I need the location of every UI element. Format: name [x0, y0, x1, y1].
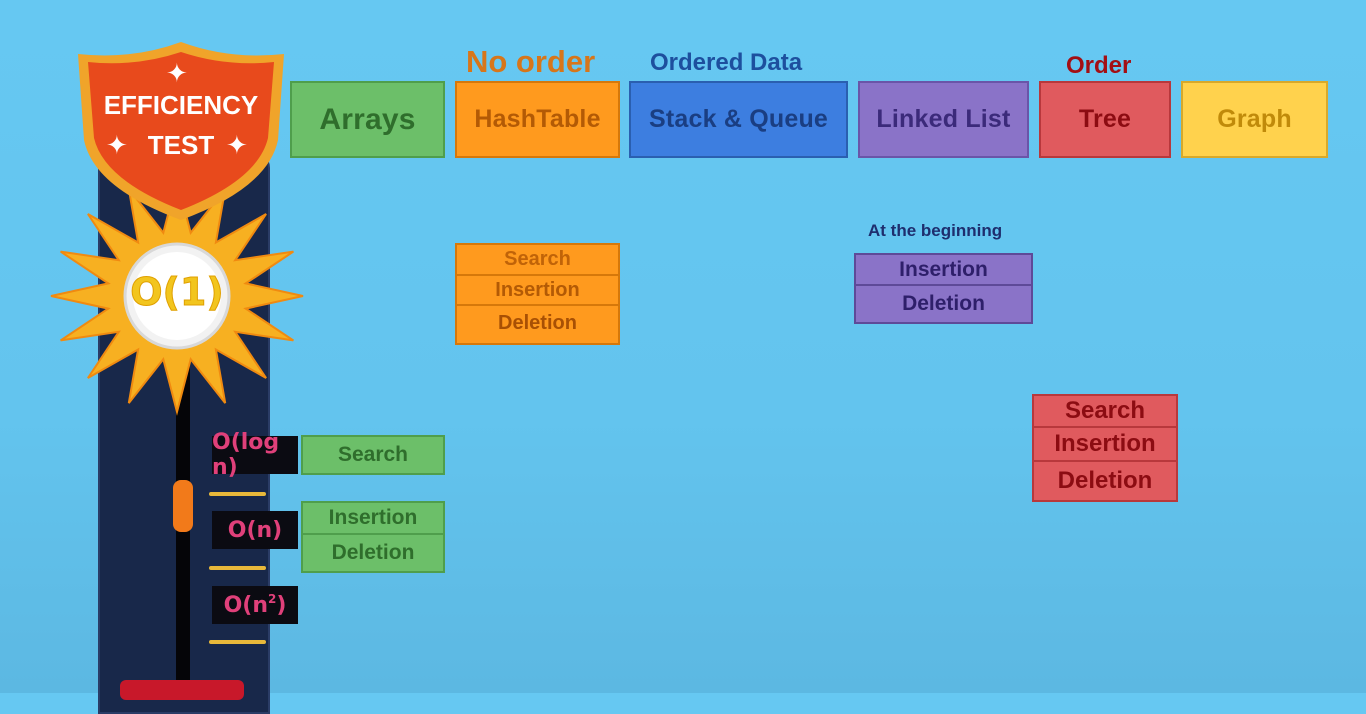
meter-tick — [209, 492, 266, 496]
structure-tree: Tree — [1039, 81, 1171, 158]
sparkle-icon: ✦ — [106, 130, 128, 160]
structure-linked-list: Linked List — [858, 81, 1029, 158]
arrays-search-box: Search — [301, 435, 445, 475]
badge-title-line1: EFFICIENCY — [103, 90, 259, 120]
complexity-log-n: O(log n) — [212, 430, 298, 480]
label-no-order: No order — [466, 44, 596, 79]
label-order: Order — [1066, 52, 1132, 79]
meter-tick — [209, 640, 266, 644]
label-at-beginning: At the beginning — [868, 221, 1003, 240]
meter-tick — [209, 566, 266, 570]
structure-graph: Graph — [1181, 81, 1328, 158]
meter-base — [120, 680, 244, 700]
o1-value: O(1) — [130, 270, 224, 315]
shield-icon — [78, 42, 284, 220]
starburst — [50, 188, 304, 416]
tree-op-search: Search — [1034, 396, 1176, 428]
hashtable-op-deletion: Deletion — [498, 312, 577, 334]
arrays-ins-del-box: Insertion Deletion — [301, 501, 445, 573]
meter-slider-knob — [173, 480, 193, 532]
structure-hashtable: HashTable — [455, 81, 620, 158]
structure-stack-queue: Stack & Queue — [629, 81, 848, 158]
hashtable-operations: Search Insertion Deletion — [455, 243, 620, 345]
hashtable-op-search: Search — [457, 245, 618, 276]
sparkle-icon: ✦ — [166, 58, 188, 88]
hashtable-op-insertion: Insertion — [457, 276, 618, 306]
arrays-op-search: Search — [337, 443, 409, 466]
sparkle-icon: ✦ — [226, 130, 248, 160]
badge-title-line2: TEST — [147, 130, 215, 160]
linkedlist-op-insertion: Insertion — [856, 255, 1031, 286]
tree-operations: Search Insertion Deletion — [1032, 394, 1178, 502]
linkedlist-op-deletion: Deletion — [902, 292, 985, 315]
complexity-n: O(n) — [212, 511, 298, 549]
tree-op-insertion: Insertion — [1034, 428, 1176, 462]
label-ordered-data: Ordered Data — [650, 49, 803, 76]
arrays-op-insertion: Insertion — [303, 503, 443, 535]
structure-arrays: Arrays — [290, 81, 445, 158]
linkedlist-operations: Insertion Deletion — [854, 253, 1033, 324]
tree-op-deletion: Deletion — [1057, 467, 1153, 494]
arrays-op-deletion: Deletion — [331, 541, 415, 564]
